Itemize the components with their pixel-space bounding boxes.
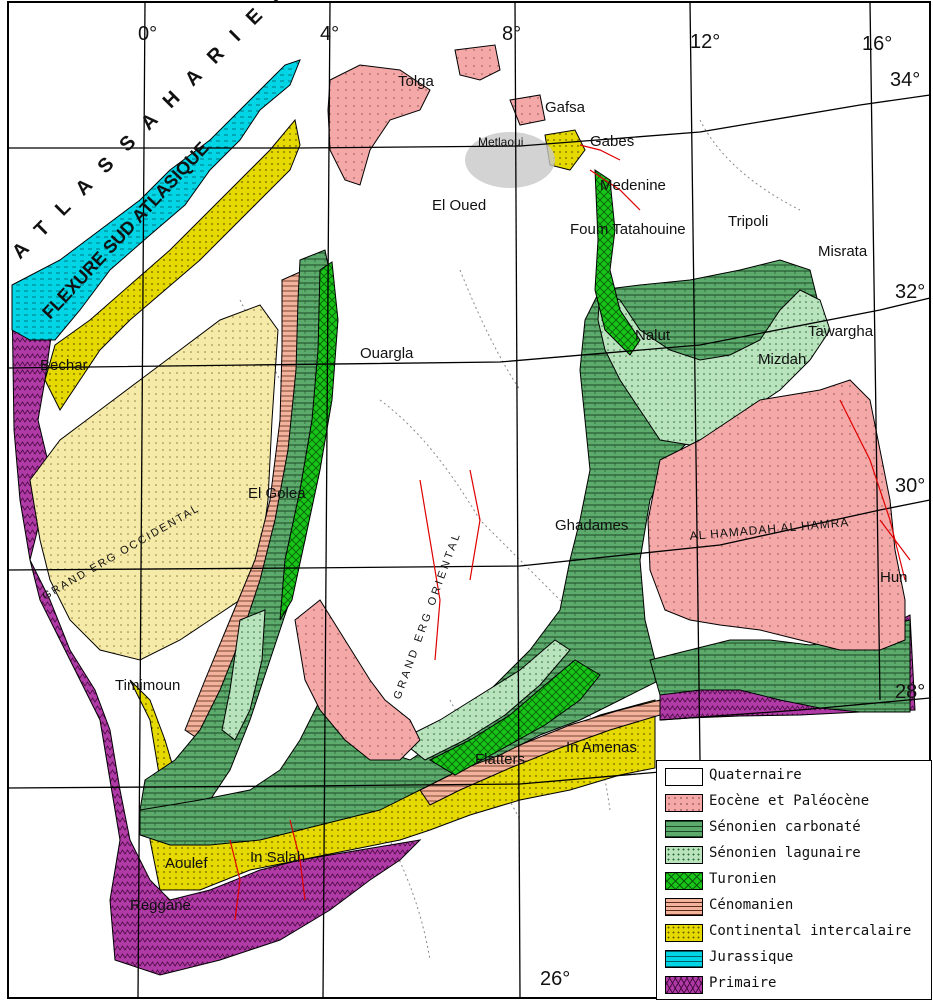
place-gafsa: Gafsa bbox=[545, 99, 586, 116]
place-tolga: Tolga bbox=[398, 73, 435, 90]
legend-label: Primaire bbox=[709, 975, 777, 991]
eocene-zone-north-1 bbox=[327, 64, 431, 186]
eocene-zone-central bbox=[294, 599, 421, 761]
legend-label: Continental intercalaire bbox=[709, 923, 912, 939]
legend-swatch bbox=[665, 820, 703, 838]
legend-swatch bbox=[665, 794, 703, 812]
lon-label-12: 12° bbox=[690, 31, 720, 53]
graticule bbox=[7, 1, 931, 999]
place-nalut: Nalut bbox=[635, 327, 671, 344]
legend-item-turonien: Turonien bbox=[665, 869, 927, 891]
legend-label: Eocène et Paléocène bbox=[709, 793, 870, 809]
place-el-golea: El Golea bbox=[248, 485, 306, 502]
place-aoulef: Aoulef bbox=[165, 855, 208, 872]
place-in-salah: In Salah bbox=[250, 849, 305, 866]
place-gabes: Gabes bbox=[590, 133, 634, 150]
senonien-lagunaire-zone-north bbox=[597, 289, 831, 446]
place-timimoun: Timimoun bbox=[115, 677, 180, 694]
eocene-zone-north-2 bbox=[454, 44, 501, 81]
legend-label: Cénomanien bbox=[709, 897, 794, 913]
legend-swatch bbox=[665, 976, 703, 994]
place-tawargha: Tawargha bbox=[808, 323, 874, 340]
legend-item-senonien-lagunaire: Sénonien lagunaire bbox=[665, 843, 927, 865]
continental-zone-west bbox=[44, 118, 301, 411]
lon-label-8: 8° bbox=[502, 23, 521, 45]
jurassique-zone bbox=[11, 59, 301, 341]
legend-item-senonien-carbonate: Sénonien carbonaté bbox=[665, 817, 927, 839]
legend-swatch bbox=[665, 768, 703, 786]
legend-label: Sénonien carbonaté bbox=[709, 819, 861, 835]
legend-item-quaternaire: Quaternaire bbox=[665, 765, 927, 787]
place-fort-flatters: Flatters bbox=[475, 751, 525, 768]
lat-label-32: 32° bbox=[895, 281, 925, 303]
legend-swatch bbox=[665, 950, 703, 968]
lat-label-34: 34° bbox=[890, 69, 920, 91]
eocene-zone-hamada bbox=[647, 379, 906, 651]
place-ghadames: Ghadames bbox=[555, 517, 628, 534]
turonien-zone-north bbox=[594, 169, 641, 356]
legend-swatch bbox=[665, 898, 703, 916]
turonien-zone-west bbox=[279, 261, 339, 621]
legend-item-continental: Continental intercalaire bbox=[665, 921, 927, 943]
lon-label-4: 4° bbox=[320, 23, 339, 45]
eocene-zone-north-3 bbox=[509, 94, 546, 126]
lat-label-28: 28° bbox=[895, 681, 925, 703]
legend: Quaternaire Eocène et Paléocène Sénonien… bbox=[656, 760, 932, 1000]
place-misrata: Misrata bbox=[818, 243, 868, 260]
place-hun: Hun bbox=[880, 569, 908, 586]
place-foum-tataouine: Foum Tatahouine bbox=[570, 221, 686, 238]
lat-label-30: 30° bbox=[895, 475, 925, 497]
legend-swatch bbox=[665, 872, 703, 890]
senonien-lagunaire-zone-south bbox=[399, 639, 571, 761]
lon-label-0: 0° bbox=[138, 23, 157, 45]
legend-label: Sénonien lagunaire bbox=[709, 845, 861, 861]
place-metlaoui: Metlaoui bbox=[478, 135, 523, 149]
place-mizdah: Mizdah bbox=[758, 351, 806, 368]
place-ouargla: Ouargla bbox=[360, 345, 414, 362]
place-tripoli: Tripoli bbox=[728, 213, 768, 230]
lon-label-16: 16° bbox=[862, 33, 892, 55]
lat-label-26: 26° bbox=[540, 968, 570, 990]
legend-label: Quaternaire bbox=[709, 767, 802, 783]
place-reggane: Reggane bbox=[130, 897, 191, 914]
faults bbox=[229, 144, 911, 921]
legend-item-primaire: Primaire bbox=[665, 973, 927, 995]
legend-label: Turonien bbox=[709, 871, 777, 887]
place-bechar: Bechar bbox=[40, 357, 88, 374]
legend-item-eocene: Eocène et Paléocène bbox=[665, 791, 927, 813]
legend-label: Jurassique bbox=[709, 949, 794, 965]
legend-swatch bbox=[665, 846, 703, 864]
primaire-zone-west bbox=[11, 297, 422, 976]
legend-item-cenomanien: Cénomanien bbox=[665, 895, 927, 917]
place-in-amenas: In Amenas bbox=[566, 739, 637, 756]
place-medenine: Medenine bbox=[600, 177, 666, 194]
senonien-lagunaire-zone-west bbox=[221, 609, 266, 741]
legend-item-jurassique: Jurassique bbox=[665, 947, 927, 969]
turonien-zone-south bbox=[428, 659, 601, 776]
place-el-oued: El Oued bbox=[432, 197, 486, 214]
legend-swatch bbox=[665, 924, 703, 942]
